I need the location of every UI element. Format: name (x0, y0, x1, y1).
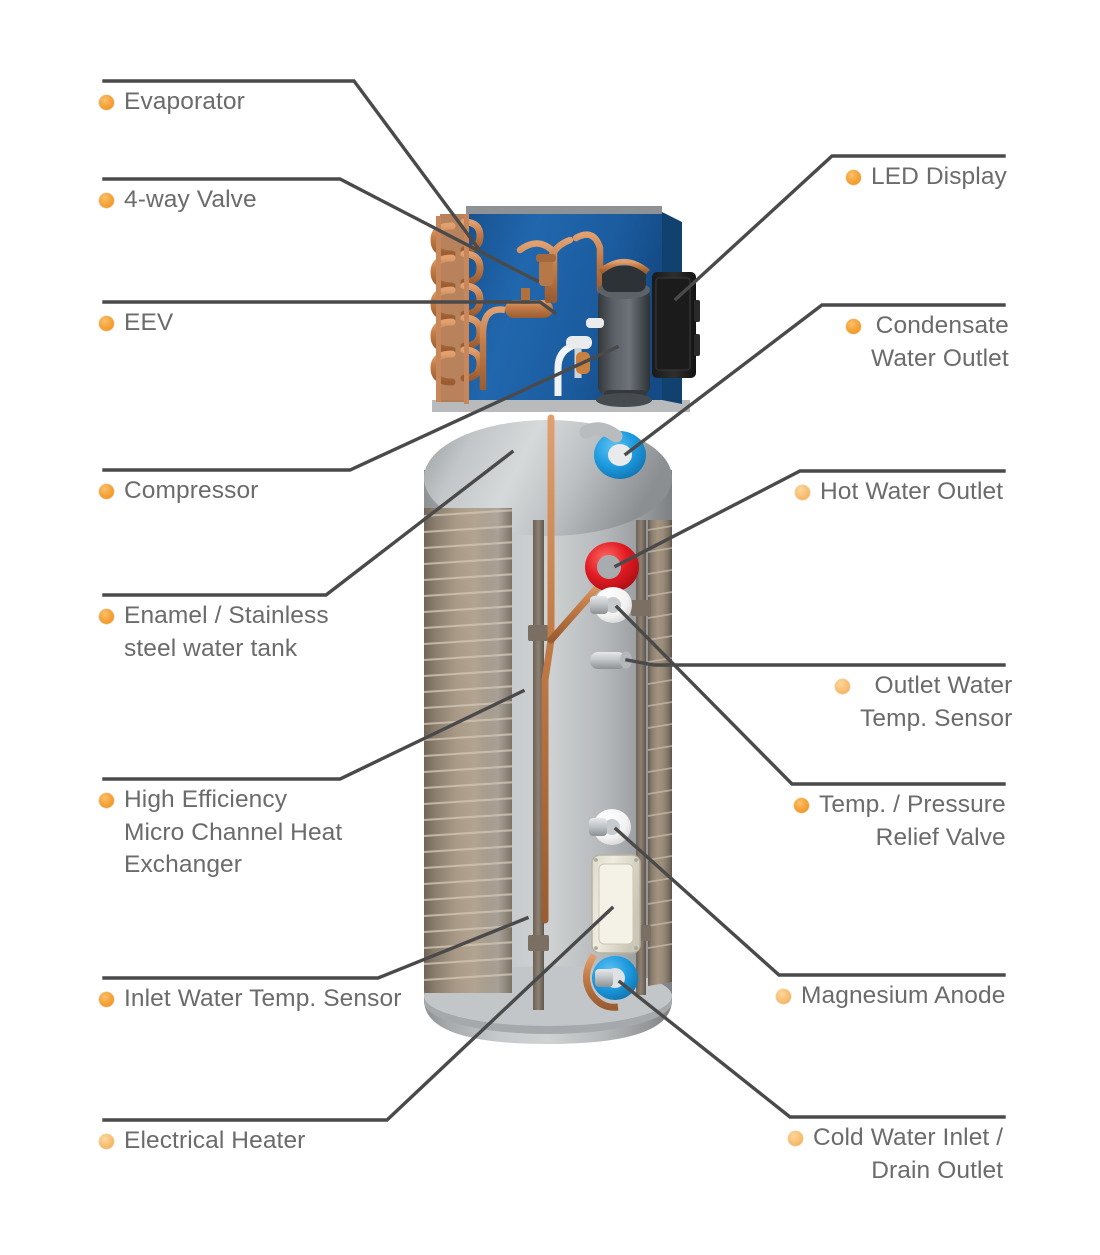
callout-dot-magnesium-anode (776, 989, 791, 1004)
callout-label-water-tank: Enamel / Stainless steel water tank (124, 602, 329, 662)
cold-inlet-port-graphic (592, 956, 638, 1000)
callout-water-tank[interactable]: Enamel / Stainless steel water tank (99, 600, 329, 665)
callout-magnesium-anode[interactable]: Magnesium Anode (776, 980, 1005, 1013)
callout-dot-eev (99, 316, 114, 331)
outlet-sensor-graphic (590, 651, 632, 669)
callout-compressor[interactable]: Compressor (99, 475, 258, 508)
callout-dot-outlet-temp-sensor (835, 679, 850, 694)
callout-dot-heat-exchanger (99, 793, 114, 808)
callout-label-relief-valve: Temp. / Pressure Relief Valve (819, 791, 1006, 851)
callout-label-outlet-temp-sensor: Outlet Water Temp. Sensor (860, 672, 1013, 732)
callout-label-cold-water-inlet: Cold Water Inlet / Drain Outlet (813, 1124, 1004, 1184)
callout-eev[interactable]: EEV (99, 307, 173, 340)
callout-dot-evaporator (99, 95, 114, 110)
callout-led-display[interactable]: LED Display (846, 161, 1007, 194)
callout-dot-relief-valve (794, 798, 809, 813)
heat-pump-unit-graphic (430, 206, 700, 412)
callout-electrical-heater[interactable]: Electrical Heater (99, 1125, 305, 1158)
eev-graphic (536, 254, 556, 286)
callout-label-inlet-temp-sensor: Inlet Water Temp. Sensor (124, 985, 402, 1012)
callout-dot-cold-water-inlet (788, 1131, 803, 1146)
callout-evaporator[interactable]: Evaporator (99, 86, 245, 119)
water-tank-graphic (424, 406, 672, 1044)
micro-channel-heat-exchanger (424, 508, 512, 993)
refrigerant-pipe (541, 414, 608, 924)
callout-hot-water-outlet[interactable]: Hot Water Outlet (795, 476, 1003, 509)
callout-cold-water-inlet[interactable]: Cold Water Inlet / Drain Outlet (788, 1122, 1003, 1187)
callout-inlet-temp-sensor[interactable]: Inlet Water Temp. Sensor (99, 983, 401, 1016)
callout-dot-four-way-valve (99, 193, 114, 208)
callout-dot-water-tank (99, 609, 114, 624)
hot-water-port-graphic (585, 542, 639, 592)
callout-dot-electrical-heater (99, 1134, 114, 1149)
callout-label-four-way-valve: 4-way Valve (124, 186, 257, 213)
callout-four-way-valve[interactable]: 4-way Valve (99, 184, 257, 217)
led-display-graphic (652, 272, 700, 378)
callout-label-evaporator: Evaporator (124, 88, 245, 115)
callout-dot-inlet-temp-sensor (99, 992, 114, 1007)
electrical-heater-panel (591, 854, 641, 954)
callout-dot-condensate-outlet (846, 319, 861, 334)
callout-label-hot-water-outlet: Hot Water Outlet (820, 478, 1004, 505)
callout-dot-led-display (846, 170, 861, 185)
callout-label-magnesium-anode: Magnesium Anode (801, 982, 1006, 1009)
callout-label-condensate-outlet: Condensate Water Outlet (871, 312, 1009, 372)
callout-label-electrical-heater: Electrical Heater (124, 1127, 306, 1154)
callout-label-eev: EEV (124, 309, 174, 336)
callout-label-compressor: Compressor (124, 477, 259, 504)
callout-outlet-temp-sensor[interactable]: Outlet Water Temp. Sensor (835, 670, 1012, 735)
callout-condensate-outlet[interactable]: Condensate Water Outlet (846, 310, 1009, 375)
callout-dot-hot-water-outlet (795, 485, 810, 500)
callout-relief-valve[interactable]: Temp. / Pressure Relief Valve (794, 789, 1006, 854)
callout-dot-compressor (99, 484, 114, 499)
callout-heat-exchanger[interactable]: High Efficiency Micro Channel Heat Excha… (99, 784, 342, 882)
callout-label-heat-exchanger: High Efficiency Micro Channel Heat Excha… (124, 786, 343, 879)
callout-label-led-display: LED Display (871, 163, 1007, 190)
